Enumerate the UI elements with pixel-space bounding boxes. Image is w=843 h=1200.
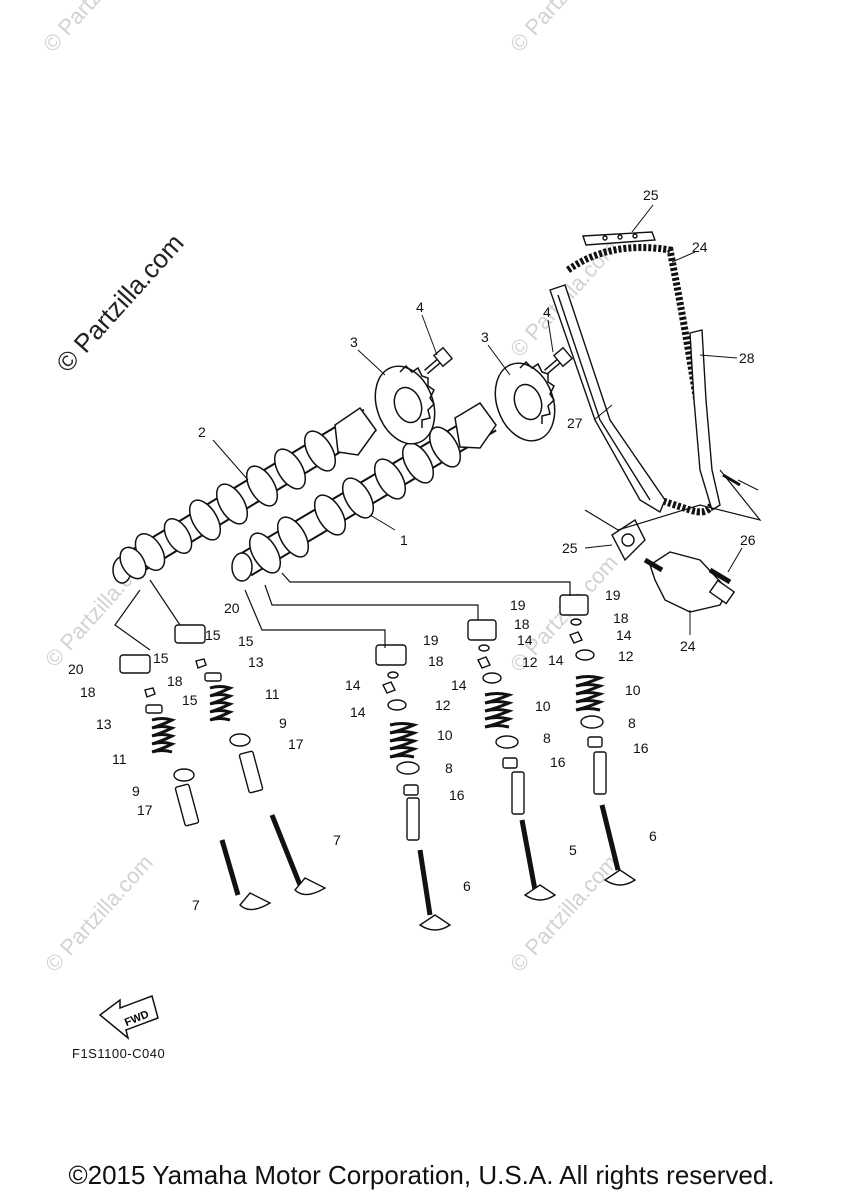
copyright-footer: ©2015 Yamaha Motor Corporation, U.S.A. A… bbox=[68, 1160, 775, 1190]
valve-stack-exhaust-left bbox=[119, 654, 272, 911]
callout-16a: 16 bbox=[449, 787, 465, 803]
callout-11b: 11 bbox=[112, 751, 127, 767]
callout-10c: 10 bbox=[625, 682, 641, 698]
reference-lines bbox=[114, 469, 762, 651]
callout-18d: 18 bbox=[514, 616, 530, 632]
callout-14d: 14 bbox=[451, 677, 467, 693]
chain-guide-tensioner bbox=[549, 284, 666, 514]
callout-6a: 6 bbox=[463, 878, 471, 894]
callout-7b: 7 bbox=[192, 897, 200, 913]
callout-14c: 14 bbox=[517, 632, 533, 648]
valve-stack-intake-1 bbox=[375, 644, 452, 931]
valve-stack-exhaust-right bbox=[174, 624, 327, 896]
valve-stack-intake-2 bbox=[467, 619, 557, 901]
callout-6b: 6 bbox=[649, 828, 657, 844]
callout-12a: 12 bbox=[435, 697, 451, 713]
callout-16b: 16 bbox=[550, 754, 566, 770]
callout-17a: 17 bbox=[288, 736, 304, 752]
callout-9a: 9 bbox=[279, 715, 287, 731]
valve-stack-intake-3 bbox=[559, 594, 637, 886]
callout-19a: 19 bbox=[423, 632, 439, 648]
callout-14b: 14 bbox=[350, 704, 366, 720]
callout-15a: 15 bbox=[153, 650, 169, 666]
diagram-code: F1S1100-C040 bbox=[72, 1046, 166, 1061]
camshaft-exhaust bbox=[112, 406, 377, 584]
chain-guide-stationary bbox=[689, 329, 721, 512]
callout-15d: 15 bbox=[182, 692, 198, 708]
tensioner-bolt bbox=[708, 567, 732, 585]
chain-guide-top bbox=[582, 231, 656, 246]
callout-18b: 18 bbox=[80, 684, 96, 700]
callout-16c: 16 bbox=[633, 740, 649, 756]
callout-22: 25 bbox=[643, 187, 659, 203]
callout-11a: 11 bbox=[265, 686, 280, 702]
callout-18a: 18 bbox=[167, 673, 183, 689]
callout-labels: 25 24 28 27 25 26 24 2 3 3 4 4 1 20 20 1… bbox=[68, 187, 756, 913]
cam-chain-tensioner bbox=[643, 551, 736, 613]
callout-15b: 15 bbox=[205, 627, 221, 643]
callout-26: 27 bbox=[567, 415, 583, 431]
callout-18c: 18 bbox=[428, 653, 444, 669]
callout-2: 2 bbox=[198, 424, 206, 440]
callout-8a: 8 bbox=[445, 760, 453, 776]
callout-19b: 19 bbox=[510, 597, 526, 613]
fwd-arrow-icon: FWD bbox=[98, 995, 159, 1041]
callout-8b: 8 bbox=[543, 730, 551, 746]
callout-13a: 13 bbox=[248, 654, 264, 670]
cam-sprocket-left bbox=[374, 364, 436, 445]
leader-lines bbox=[212, 204, 759, 635]
callout-12b: 12 bbox=[522, 654, 538, 670]
callout-10b: 10 bbox=[535, 698, 551, 714]
callout-27: 28 bbox=[739, 350, 755, 366]
callout-23: 24 bbox=[680, 638, 696, 654]
callout-14e: 14 bbox=[616, 627, 632, 643]
callout-12c: 12 bbox=[618, 648, 634, 664]
callout-25: 26 bbox=[740, 532, 756, 548]
sprocket-bolt-right bbox=[544, 346, 574, 375]
callout-24: 25 bbox=[562, 540, 578, 556]
callout-4a: 4 bbox=[416, 299, 424, 315]
callout-17b: 17 bbox=[137, 802, 153, 818]
callout-21: 24 bbox=[692, 239, 708, 255]
callout-20a: 20 bbox=[224, 600, 240, 616]
callout-13b: 13 bbox=[96, 716, 112, 732]
callout-10a: 10 bbox=[437, 727, 453, 743]
callout-1: 1 bbox=[400, 532, 408, 548]
callout-8c: 8 bbox=[628, 715, 636, 731]
callout-3b: 3 bbox=[481, 329, 489, 345]
tensioner-gasket bbox=[611, 518, 646, 562]
callout-4b: 4 bbox=[543, 304, 551, 320]
callout-20b: 20 bbox=[68, 661, 84, 677]
sprocket-bolt-left bbox=[424, 346, 454, 375]
callout-15c: 15 bbox=[238, 633, 254, 649]
camshaft-intake bbox=[231, 402, 497, 582]
callout-7a: 7 bbox=[333, 832, 341, 848]
callout-9b: 9 bbox=[132, 783, 140, 799]
callout-19c: 19 bbox=[605, 587, 621, 603]
callout-3a: 3 bbox=[350, 334, 358, 350]
cam-sprocket-right bbox=[494, 360, 556, 442]
callout-14a: 14 bbox=[345, 677, 361, 693]
callout-18e: 18 bbox=[613, 610, 629, 626]
callout-14f: 14 bbox=[548, 652, 564, 668]
callout-5: 5 bbox=[569, 842, 577, 858]
